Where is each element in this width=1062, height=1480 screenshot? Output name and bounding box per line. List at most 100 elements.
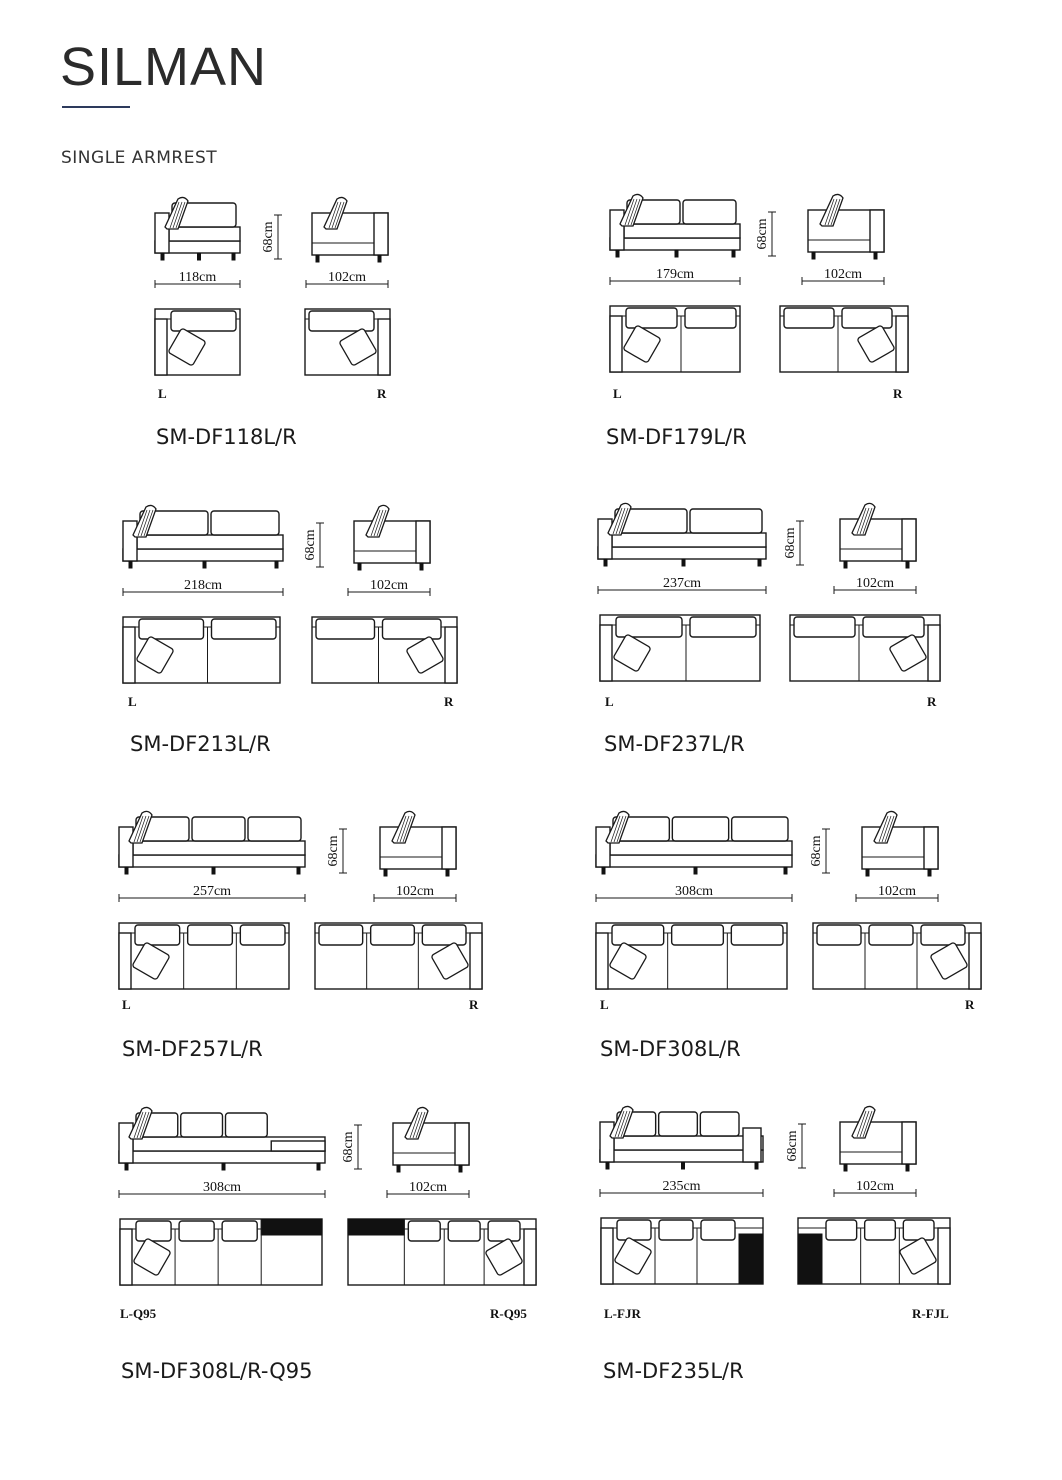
- plan-back-cushion: [616, 1219, 652, 1241]
- side-leg: [315, 254, 320, 263]
- pillow-stripe: [827, 198, 838, 226]
- pillow-stripe: [624, 198, 635, 226]
- plan-throw-pillow: [168, 328, 206, 366]
- pillow-stripe: [859, 507, 870, 535]
- plan-back-cushion: [670, 924, 725, 946]
- pillow-stripe: [139, 1111, 150, 1139]
- pillow-stripe: [143, 509, 154, 537]
- plan-armrest: [937, 1227, 951, 1285]
- plan-throw-pillow: [133, 1238, 171, 1276]
- side-leg: [377, 254, 382, 263]
- left-variant-label: L: [605, 694, 614, 709]
- seat-band: [609, 840, 793, 856]
- left-variant-label: L: [122, 997, 131, 1012]
- plan-back-cushion: [447, 1220, 481, 1242]
- pillow-stripe: [396, 815, 407, 843]
- back-cushion: [247, 816, 302, 842]
- sofa-leg: [681, 558, 686, 567]
- pillow-stripe: [618, 507, 629, 535]
- plan-armrest: [609, 315, 623, 373]
- pillow-stripe: [409, 1111, 420, 1139]
- armrest: [597, 518, 613, 560]
- side-leg: [905, 1163, 910, 1172]
- sofa-leg: [221, 1162, 226, 1171]
- product-code: SM-DF235L/R: [603, 1359, 744, 1383]
- plan-back-cushion: [239, 924, 286, 946]
- height-dimension-label: 68cm: [755, 218, 770, 249]
- side-pillow: [873, 810, 898, 844]
- sofa-leg: [128, 560, 133, 569]
- section-label: SINGLE ARMREST: [61, 148, 218, 168]
- sofa-base: [122, 548, 284, 562]
- width-dimension-label: 218cm: [184, 578, 222, 593]
- side-table-dark-panel: [797, 1233, 823, 1285]
- side-pillow: [607, 502, 632, 536]
- plan-armrest: [895, 315, 909, 373]
- back-cushion: [224, 1112, 268, 1138]
- side-pillow: [619, 193, 644, 227]
- pillow-stripe: [175, 201, 186, 229]
- plan-armrest: [122, 626, 136, 684]
- sofa-base: [118, 1150, 326, 1164]
- plan-throw-pillow: [431, 942, 469, 980]
- height-dimension-label: 68cm: [303, 529, 318, 560]
- pillow-stripe: [331, 201, 342, 229]
- plan-back-cushion: [615, 616, 683, 638]
- height-dimension-label: 68cm: [261, 221, 276, 252]
- side-pillow: [605, 810, 630, 844]
- back-cushion: [180, 1112, 224, 1138]
- sofa-leg: [274, 560, 279, 569]
- plan-back-cushion: [625, 307, 678, 329]
- pillow-stripe: [615, 507, 626, 535]
- pillow-stripe: [616, 815, 627, 843]
- pillow-stripe: [140, 509, 151, 537]
- brand-underline: [62, 106, 130, 108]
- plan-back-cushion: [135, 1220, 172, 1242]
- left-variant-label: L-FJR: [604, 1306, 641, 1321]
- plan-armrest: [968, 932, 982, 990]
- side-pillow: [851, 1105, 876, 1139]
- seat-band: [611, 532, 767, 548]
- left-variant-label: L: [600, 997, 609, 1012]
- side-pillow: [323, 196, 348, 230]
- plan-back-cushion: [700, 1219, 736, 1241]
- left-variant-label: L: [613, 386, 622, 401]
- side-leg: [396, 1164, 401, 1173]
- plan-back-cushion: [487, 1220, 521, 1242]
- ottoman-dark-panel: [260, 1218, 323, 1236]
- sofa-base: [597, 546, 767, 560]
- height-dimension-label: 68cm: [809, 835, 824, 866]
- pillow-stripe: [169, 201, 180, 229]
- sofa-leg: [296, 866, 301, 875]
- sofa-leg: [681, 1161, 685, 1170]
- sofa-leg: [211, 866, 216, 875]
- width-dimension-label: 237cm: [663, 576, 701, 591]
- plan-armrest: [469, 932, 483, 990]
- plan-back-cushion: [730, 924, 784, 946]
- right-variant-label: R-FJL: [912, 1306, 949, 1321]
- side-leg: [843, 1163, 848, 1172]
- back-cushion: [689, 508, 763, 534]
- plan-throw-pillow: [613, 634, 651, 672]
- plan-back-cushion: [611, 924, 665, 946]
- pillow-stripe: [610, 815, 621, 843]
- side-leg: [357, 562, 362, 571]
- sofa-leg: [615, 249, 620, 258]
- plan-back-cushion: [134, 924, 181, 946]
- width-dimension-label: 118cm: [179, 270, 217, 285]
- side-back: [441, 826, 457, 870]
- pillow-stripe: [824, 198, 835, 226]
- plan-throw-pillow: [930, 942, 968, 980]
- side-table: [742, 1127, 762, 1163]
- side-leg: [873, 251, 878, 260]
- pillow-stripe: [373, 509, 384, 537]
- side-leg: [843, 560, 848, 569]
- product-code: SM-DF308L/R-Q95: [121, 1359, 312, 1383]
- seat-band: [136, 534, 284, 550]
- plan-back-cushion: [178, 1220, 215, 1242]
- side-leg: [865, 868, 870, 877]
- pillow-stripe: [878, 815, 889, 843]
- plan-back-cushion: [841, 307, 893, 329]
- sofa-leg: [754, 1161, 759, 1170]
- left-variant-label: L: [128, 694, 137, 709]
